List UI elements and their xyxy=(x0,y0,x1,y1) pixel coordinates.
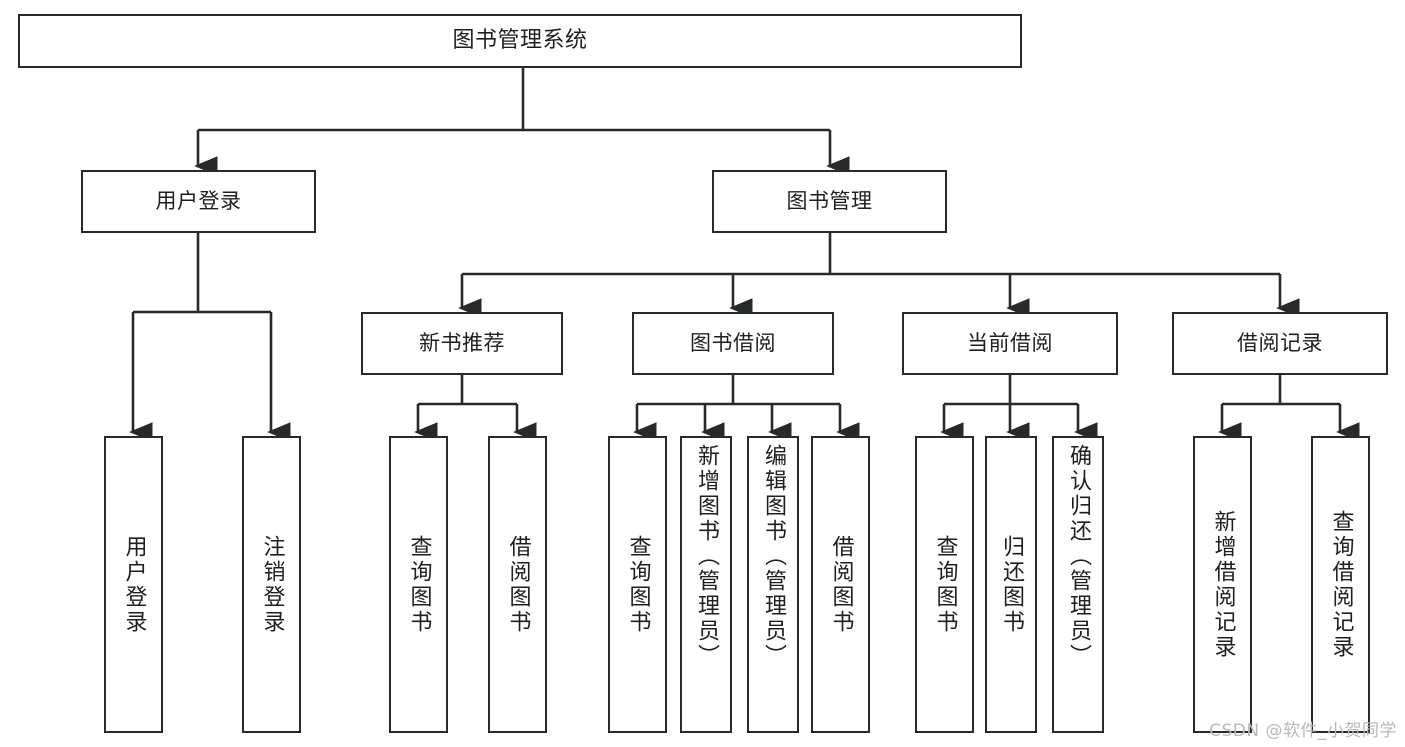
leaf-record-add[interactable]: 新增借阅记录 xyxy=(1193,436,1252,733)
watermark-text: CSDN @软件_小贺同学 xyxy=(1209,721,1397,741)
leaf-user-login-label: 用户登录 xyxy=(121,534,147,635)
leaf-current-query-book[interactable]: 查询图书 xyxy=(915,436,974,733)
leaf-record-query[interactable]: 查询借阅记录 xyxy=(1311,436,1370,733)
node-book-management-label: 图书管理 xyxy=(786,189,873,214)
leaf-current-confirm-return-admin[interactable]: 确认归还（管理员） xyxy=(1052,436,1104,733)
leaf-borrow-query-book[interactable]: 查询图书 xyxy=(608,436,667,733)
node-current-borrow-label: 当前借阅 xyxy=(967,331,1053,356)
node-root-system[interactable]: 图书管理系统 xyxy=(18,14,1022,68)
node-user-login-label: 用户登录 xyxy=(155,189,242,214)
leaf-borrow-query-book-label: 查询图书 xyxy=(625,534,651,635)
leaf-user-login[interactable]: 用户登录 xyxy=(104,436,163,733)
node-borrow-record[interactable]: 借阅记录 xyxy=(1172,312,1388,375)
leaf-borrow-edit-book-admin[interactable]: 编辑图书（管理员） xyxy=(747,436,799,733)
leaf-borrow-borrow-book[interactable]: 借阅图书 xyxy=(811,436,870,733)
node-borrow-record-label: 借阅记录 xyxy=(1237,331,1323,356)
leaf-borrow-add-book-admin[interactable]: 新增图书（管理员） xyxy=(680,436,732,733)
leaf-user-logout[interactable]: 注销登录 xyxy=(242,436,301,733)
node-book-borrow[interactable]: 图书借阅 xyxy=(632,312,834,375)
leaf-borrow-add-book-admin-label: 新增图书（管理员） xyxy=(694,444,719,669)
node-root-label: 图书管理系统 xyxy=(452,28,588,54)
leaf-recommend-borrow-book-label: 借阅图书 xyxy=(505,534,531,635)
leaf-current-return-book-label: 归还图书 xyxy=(999,534,1024,635)
node-book-borrow-label: 图书借阅 xyxy=(690,331,776,356)
leaf-current-return-book[interactable]: 归还图书 xyxy=(985,436,1037,733)
leaf-recommend-query-book-label: 查询图书 xyxy=(406,534,432,635)
node-new-book-recommend[interactable]: 新书推荐 xyxy=(361,312,563,375)
leaf-user-logout-label: 注销登录 xyxy=(259,534,285,635)
node-current-borrow[interactable]: 当前借阅 xyxy=(902,312,1118,375)
leaf-current-query-book-label: 查询图书 xyxy=(932,534,958,635)
leaf-borrow-edit-book-admin-label: 编辑图书（管理员） xyxy=(761,444,786,669)
leaf-record-query-label: 查询借阅记录 xyxy=(1328,509,1354,660)
leaf-recommend-borrow-book[interactable]: 借阅图书 xyxy=(488,436,547,733)
node-new-book-recommend-label: 新书推荐 xyxy=(419,331,505,356)
leaf-record-add-label: 新增借阅记录 xyxy=(1210,509,1236,660)
node-book-management[interactable]: 图书管理 xyxy=(712,170,947,233)
leaf-current-confirm-return-admin-label: 确认归还（管理员） xyxy=(1066,444,1091,669)
node-user-login[interactable]: 用户登录 xyxy=(81,170,316,233)
leaf-borrow-borrow-book-label: 借阅图书 xyxy=(828,534,854,635)
leaf-recommend-query-book[interactable]: 查询图书 xyxy=(389,436,448,733)
